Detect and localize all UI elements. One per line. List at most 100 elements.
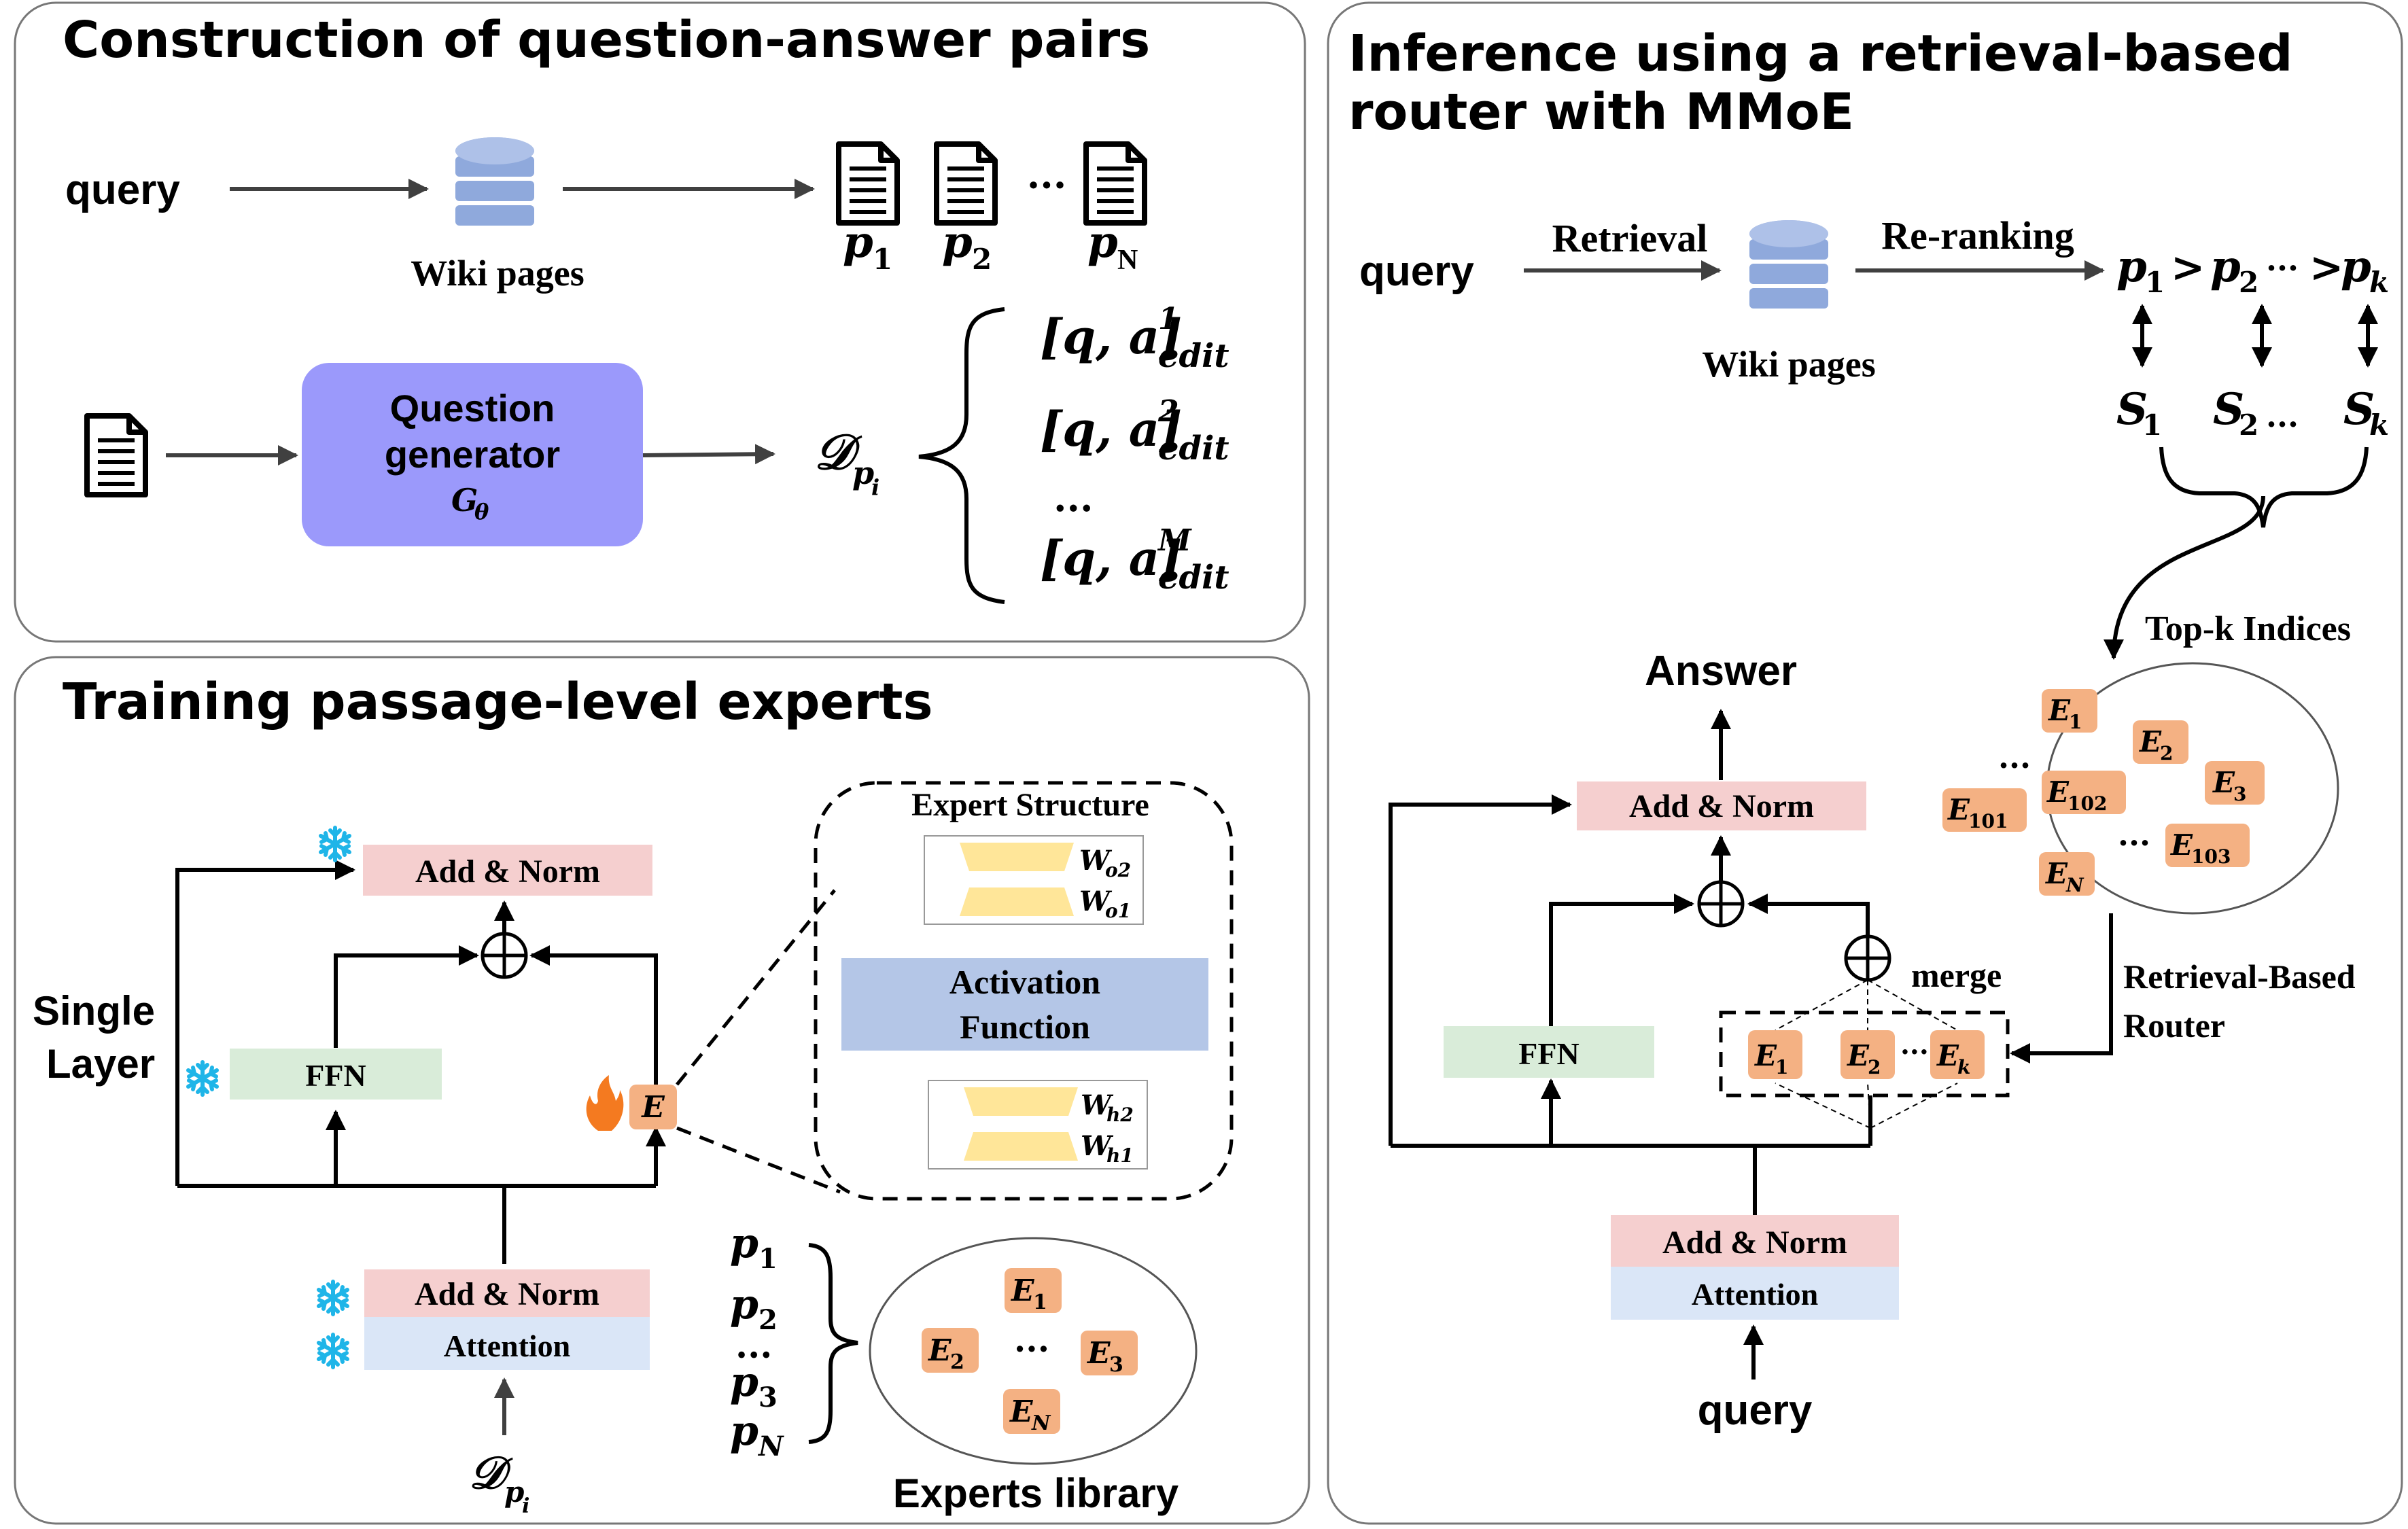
svg-text:2: 2 <box>2239 408 2258 442</box>
svg-text:edit: edit <box>1158 559 1229 597</box>
inf-attention-box <box>1611 1267 1899 1320</box>
train-add-norm-top-box <box>363 845 652 896</box>
passage-1: p 1 <box>730 1220 778 1275</box>
qa-pair-2: [q, a] 2 edit <box>1040 394 1229 468</box>
ranked-pk: p k <box>2341 241 2389 299</box>
library-expert-3-label: E 3 <box>1086 1336 1123 1377</box>
svg-text:3: 3 <box>2233 783 2246 805</box>
svg-text:p: p <box>504 1475 524 1509</box>
svg-text:103: 103 <box>2191 845 2231 868</box>
svg-text:1: 1 <box>2069 711 2082 733</box>
svg-text:3: 3 <box>1109 1353 1123 1377</box>
svg-text:1: 1 <box>873 243 892 276</box>
qa-title: Construction of question-answer pairs <box>63 11 1150 69</box>
passage-2: p 2 <box>730 1281 778 1336</box>
svg-text:p: p <box>2341 241 2371 292</box>
library-expert-n <box>1003 1389 1060 1434</box>
inf-ffn: FFN <box>1518 1036 1579 1071</box>
retrieval-label: Retrieval <box>1552 216 1708 260</box>
svg-text:E: E <box>2139 725 2162 758</box>
svg-text:E: E <box>1086 1336 1111 1371</box>
generator-line1: Question <box>390 387 555 429</box>
svg-text:N: N <box>1031 1411 1051 1435</box>
passages-brace <box>808 1243 858 1444</box>
inf-ffn-to-plus-arrow <box>1549 894 1694 1026</box>
merge-to-plus-arrow <box>1747 894 1870 935</box>
weight-wo1-shape <box>960 887 1074 916</box>
pool-expert-n-label: E N <box>2045 857 2084 896</box>
inf-add-norm-bottom-box <box>1611 1215 1899 1267</box>
svg-text:M: M <box>1157 523 1192 558</box>
plus-circle-icon <box>1699 882 1743 926</box>
weight-wh2-label: W h2 <box>1081 1089 1134 1126</box>
inference-panel <box>1327 1 2403 1525</box>
activation-line2: Function <box>960 1008 1090 1046</box>
pool-expert-103 <box>2165 824 2250 867</box>
svg-text:E: E <box>1010 1273 1035 1308</box>
pool-expert-102 <box>2042 771 2126 814</box>
passage-3: p 3 <box>730 1358 778 1413</box>
svg-text:[q, a]: [q, a] <box>1040 530 1182 586</box>
training-title: Training passage-level experts <box>63 673 933 731</box>
router-line2: Router <box>2123 1006 2225 1044</box>
inf-attention: Attention <box>1692 1277 1819 1312</box>
weight-wh2-shape <box>964 1087 1078 1116</box>
svg-text:p: p <box>942 217 973 268</box>
snowflake-icon <box>319 1335 347 1367</box>
rank-gt-2: > <box>2309 244 2343 292</box>
train-expert-label: E <box>640 1090 665 1125</box>
zoom-line-top <box>676 889 836 1086</box>
svg-text:W: W <box>1079 885 1113 917</box>
selected-expert-2-label: E 2 <box>1847 1039 1881 1078</box>
generator-symbol: G θ <box>451 482 489 525</box>
library-ellipsis: ··· <box>1014 1329 1049 1369</box>
svg-text:2: 2 <box>950 1350 964 1374</box>
training-panel <box>14 656 1310 1525</box>
svg-text:2: 2 <box>1157 394 1179 429</box>
qa-panel <box>14 1 1306 643</box>
inf-bottom-query: query <box>1698 1387 1813 1434</box>
pool-expert-2 <box>2133 720 2188 764</box>
single-layer-line2: Layer <box>46 1041 155 1087</box>
zoom-line-bottom <box>676 1126 841 1194</box>
qa-pair-1: [q, a] 1 edit <box>1040 302 1229 375</box>
pool-expert-103-label: E 103 <box>2170 828 2231 868</box>
document-icon <box>1086 144 1145 223</box>
library-expert-n-label: E N <box>1009 1394 1051 1435</box>
svg-text:S: S <box>2213 384 2244 435</box>
svg-text:1: 1 <box>758 1243 778 1275</box>
answer-label: Answer <box>1645 648 1797 695</box>
pool-expert-2-label: E 2 <box>2139 725 2173 764</box>
page-label-2: p 2 <box>942 217 992 276</box>
rank-ellipsis: ··· <box>2266 249 2299 286</box>
svg-text:p: p <box>843 217 873 268</box>
library-expert-2 <box>922 1328 979 1373</box>
pool-expert-1 <box>2042 689 2097 733</box>
svg-text:E: E <box>2170 828 2193 862</box>
expert-structure-frame <box>814 781 1234 1201</box>
weight-wo2-label: W o2 <box>1079 845 1131 881</box>
svg-text:p: p <box>730 1220 758 1267</box>
residual-arrow <box>175 860 355 1186</box>
svg-text:p: p <box>730 1281 758 1329</box>
pages-ellipsis: ··· <box>1027 163 1067 208</box>
svg-text:k: k <box>2369 266 2389 299</box>
svg-text:2: 2 <box>2239 266 2258 299</box>
router-line1: Retrieval-Based <box>2123 957 2356 996</box>
svg-text:3: 3 <box>758 1382 778 1413</box>
svg-text:p: p <box>2210 241 2241 292</box>
score-s2: S 2 <box>2213 384 2258 442</box>
svg-text:W: W <box>1081 1089 1114 1121</box>
selected-ellipsis: ··· <box>1900 1036 1929 1068</box>
svg-text:1: 1 <box>1033 1290 1047 1314</box>
svg-text:k: k <box>1957 1056 1970 1078</box>
generator-to-dataset-arrow <box>642 444 775 465</box>
document-icon <box>839 144 897 223</box>
inference-title-line2: router with MMoE <box>1348 83 1854 141</box>
svg-text:S: S <box>2116 384 2148 435</box>
train-ffn-box <box>230 1049 442 1100</box>
dispatch-lines <box>1775 979 1958 1129</box>
svg-text:2: 2 <box>2160 742 2173 764</box>
svg-text:G: G <box>451 482 478 519</box>
router-arrow <box>2010 913 2113 1064</box>
